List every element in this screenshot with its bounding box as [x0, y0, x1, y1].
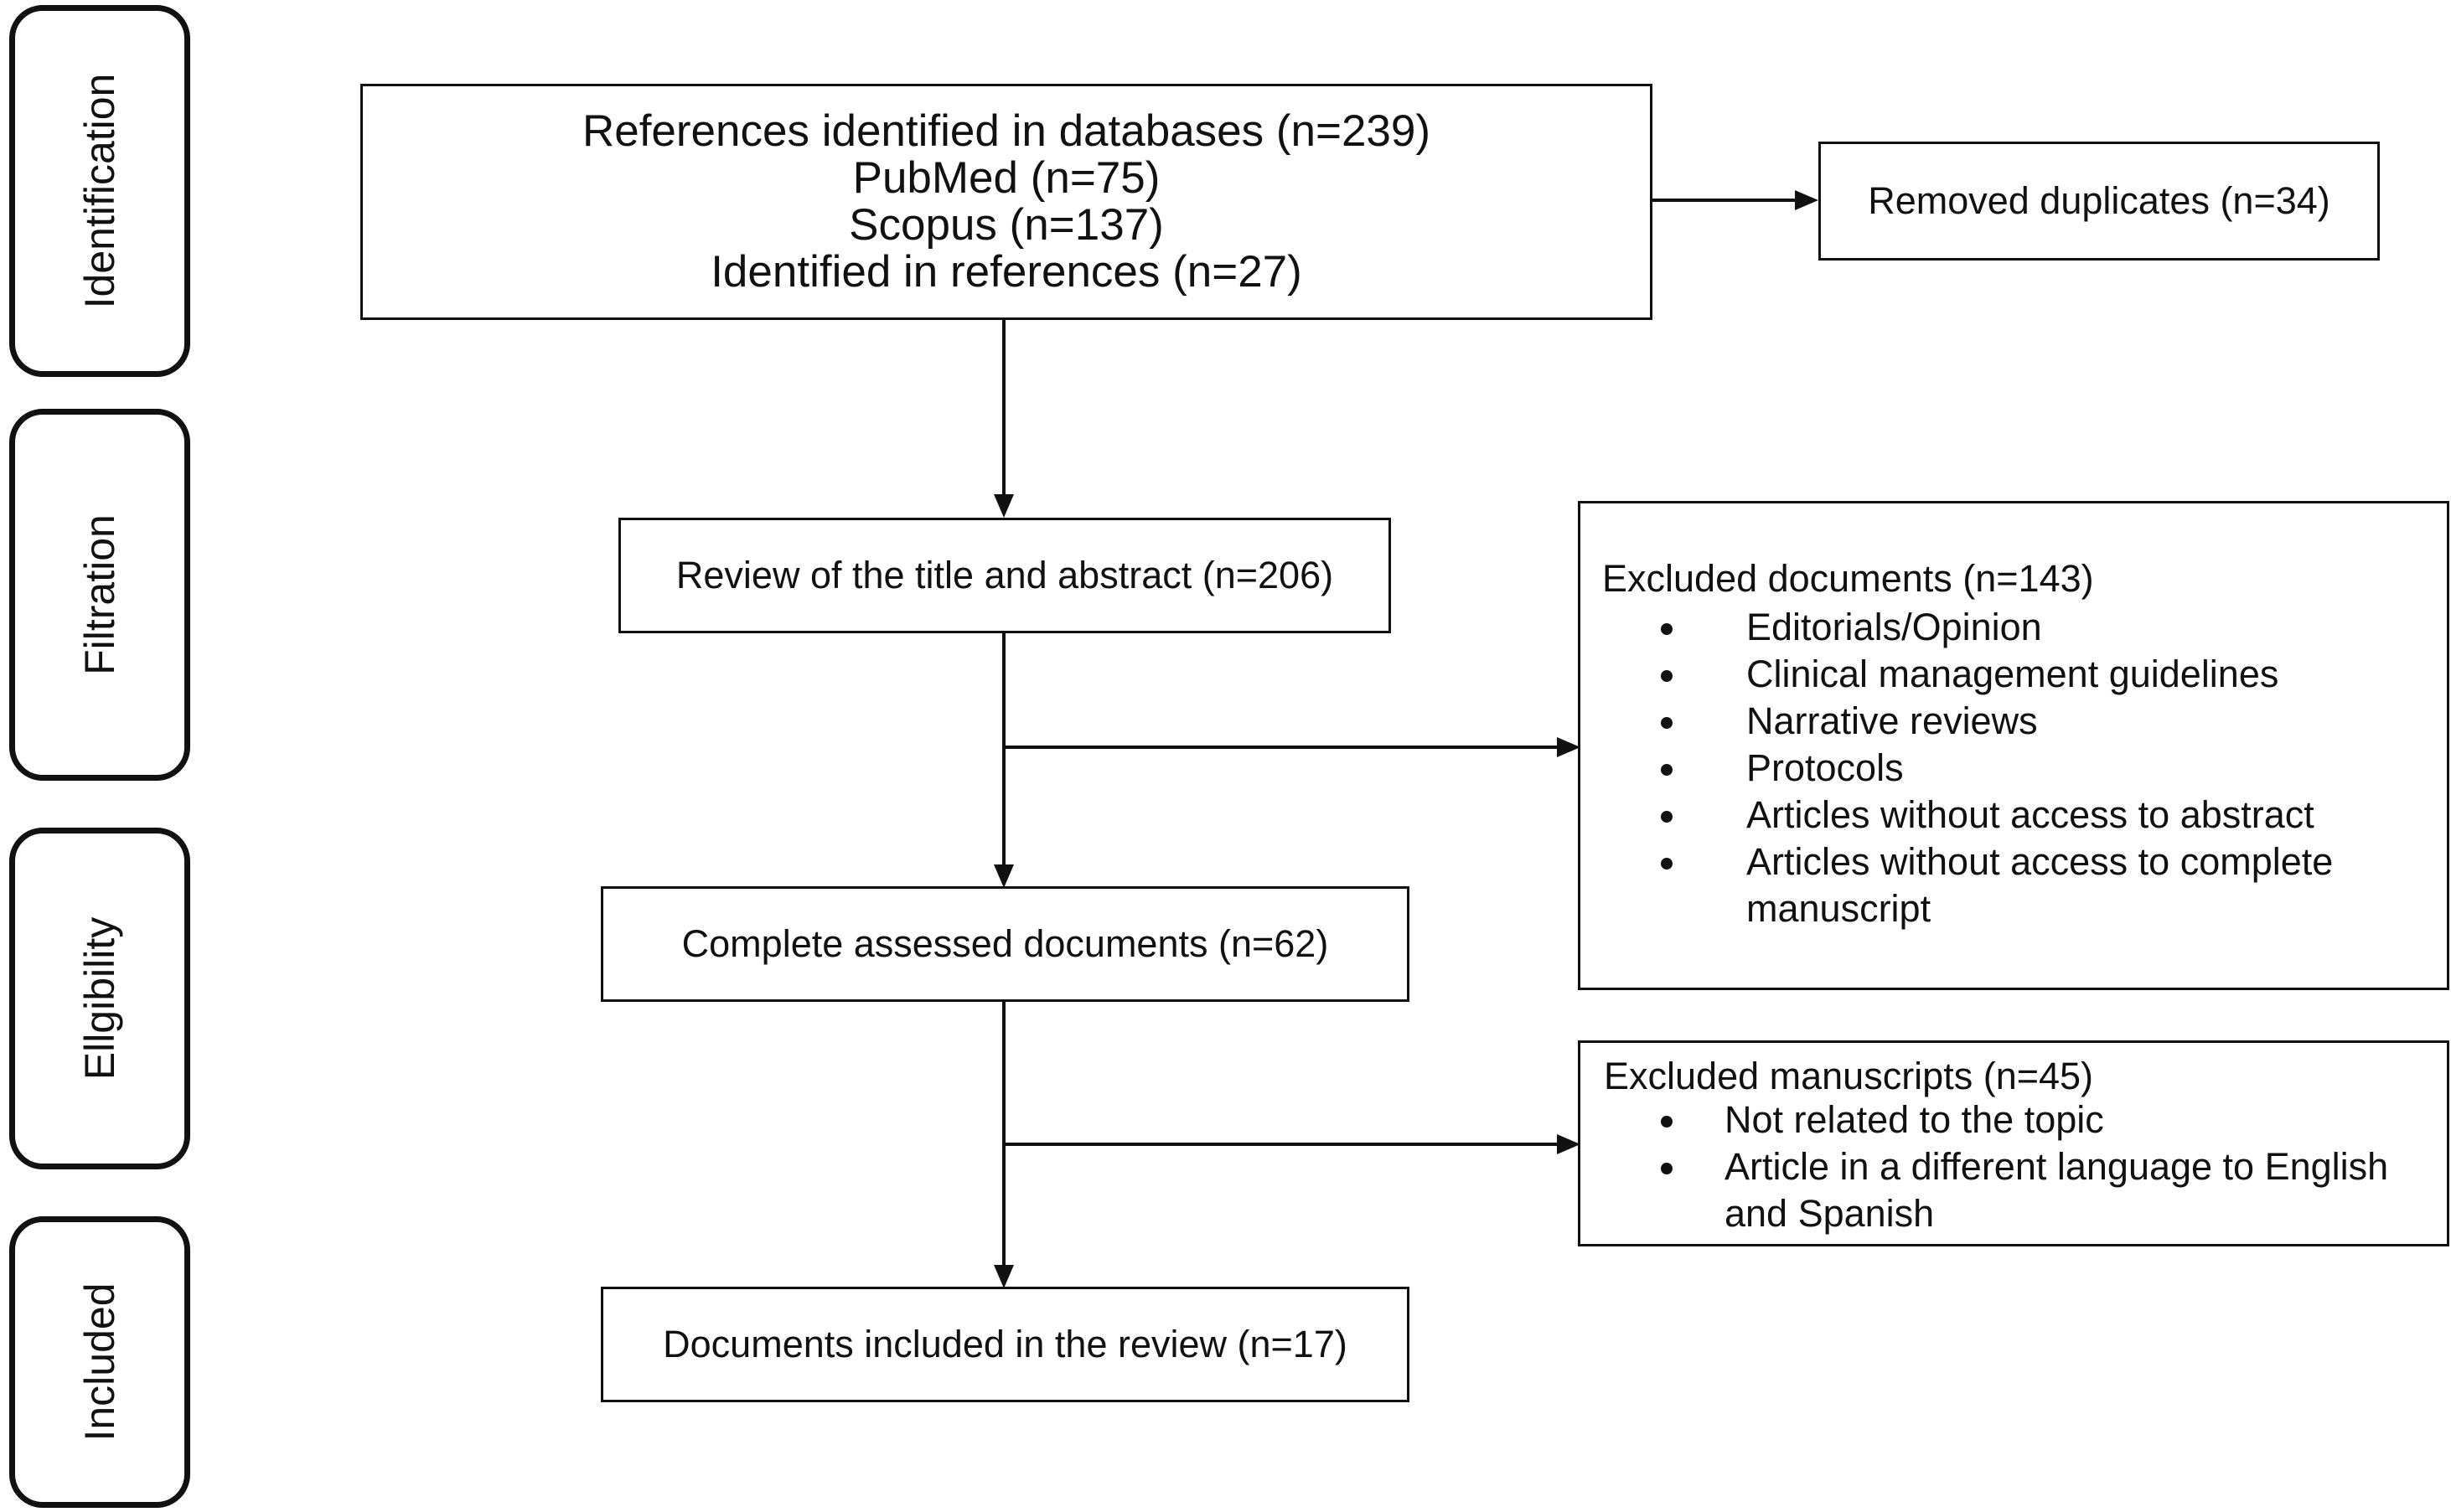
excluded-manuscripts-title: Excluded manuscripts (n=45) — [1604, 1055, 2094, 1097]
excluded-documents-item: Editorials/Opinion — [1661, 604, 2333, 651]
excluded-documents-box: Excluded documents (n=143) Editorials/Op… — [1578, 501, 2449, 990]
excluded-manuscripts-item: Not related to the topic — [1661, 1097, 2388, 1143]
identification-box: References identified in databases (n=23… — [360, 84, 1652, 320]
included-text: Documents included in the review (n=17) — [663, 1323, 1347, 1365]
phase-filtration: Filtration — [9, 409, 190, 781]
excluded-manuscripts-list: Not related to the topic Article in a di… — [1661, 1097, 2388, 1237]
excluded-documents-item: Articles without access to abstract — [1661, 792, 2333, 839]
excluded-documents-item: Protocols — [1661, 745, 2333, 792]
duplicates-text: Removed duplicates (n=34) — [1868, 179, 2330, 222]
excluded-manuscripts-item: Article in a different language to Engli… — [1661, 1143, 2388, 1190]
assessed-box: Complete assessed documents (n=62) — [601, 886, 1409, 1002]
excluded-documents-item: Clinical management guidelines — [1661, 651, 2333, 698]
identification-pubmed: PubMed (n=75) — [852, 153, 1161, 203]
identification-scopus: Scopus (n=137) — [849, 200, 1164, 250]
excluded-documents-title: Excluded documents (n=143) — [1602, 557, 2094, 600]
phase-eligibility: Ellgibility — [9, 828, 190, 1169]
excluded-documents-item: Narrative reviews — [1661, 698, 2333, 745]
identification-references: Identified in references (n=27) — [711, 247, 1302, 297]
excluded-documents-list: Editorials/Opinion Clinical management g… — [1661, 604, 2333, 932]
included-box: Documents included in the review (n=17) — [601, 1287, 1409, 1402]
screening-box: Review of the title and abstract (n=206) — [618, 518, 1391, 633]
excluded-manuscripts-item-continued: and Spanish — [1724, 1192, 1935, 1235]
phase-included: Included — [9, 1216, 190, 1508]
identification-total: References identified in databases (n=23… — [582, 106, 1431, 156]
duplicates-box: Removed duplicates (n=34) — [1818, 142, 2380, 261]
phase-identification: Identification — [9, 5, 190, 377]
excluded-documents-item-continued: manuscript — [1746, 887, 1931, 930]
screening-text: Review of the title and abstract (n=206) — [675, 554, 1334, 596]
assessed-text: Complete assessed documents (n=62) — [681, 922, 1329, 965]
excluded-manuscripts-box: Excluded manuscripts (n=45) Not related … — [1578, 1040, 2449, 1246]
excluded-documents-item: Articles without access to complete — [1661, 839, 2333, 885]
